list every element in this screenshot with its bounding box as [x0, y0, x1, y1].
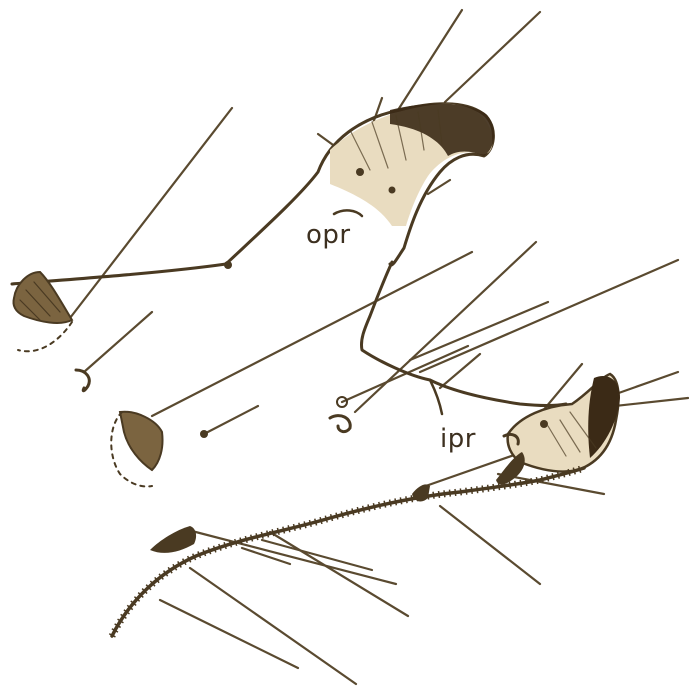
- outer-process: [12, 104, 494, 284]
- setae: [70, 10, 688, 684]
- basal-sclerite-upper: [13, 272, 72, 351]
- ipr-label: ipr: [440, 424, 476, 454]
- connecting-stem: [361, 262, 566, 406]
- basal-sclerite-lower: [111, 412, 162, 487]
- inner-process: [496, 374, 620, 485]
- opr-label: opr: [306, 220, 351, 250]
